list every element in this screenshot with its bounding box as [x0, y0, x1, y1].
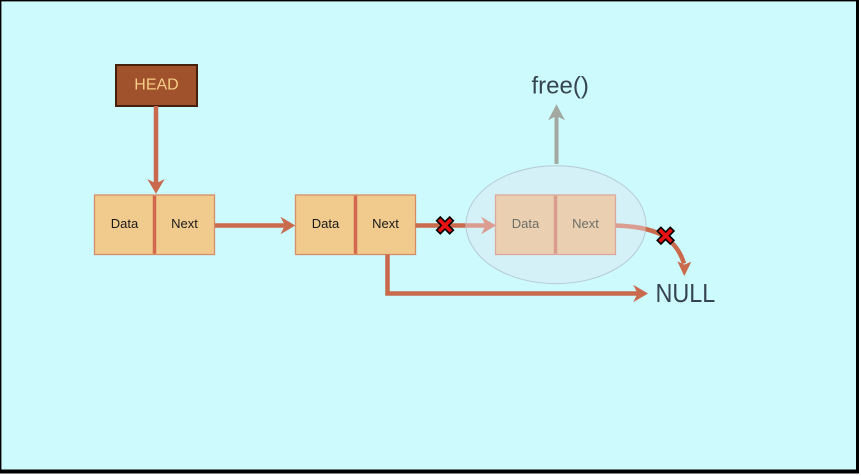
svg-text:free(): free() — [532, 73, 589, 100]
svg-text:HEAD: HEAD — [134, 77, 178, 94]
svg-text:Data: Data — [111, 216, 139, 231]
svg-text:Data: Data — [312, 216, 340, 231]
svg-text:Data: Data — [512, 216, 540, 231]
svg-text:Next: Next — [171, 216, 198, 231]
svg-text:Next: Next — [372, 216, 399, 231]
svg-text:NULL: NULL — [656, 280, 716, 308]
svg-text:Next: Next — [572, 216, 599, 231]
